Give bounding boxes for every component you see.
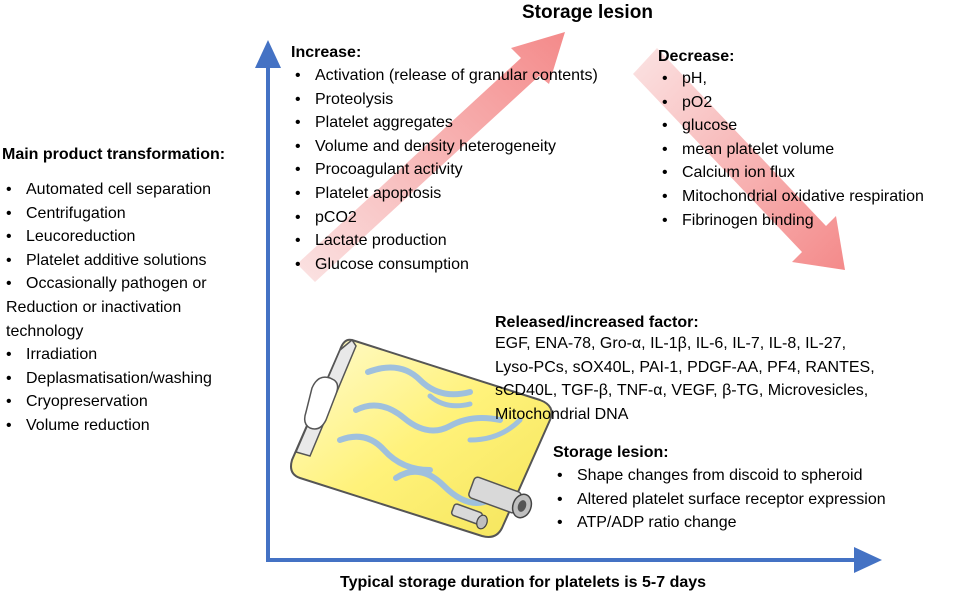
list-item: Platelet aggregates (291, 111, 651, 135)
storage-lesion-block: Storage lesion: Shape changes from disco… (553, 444, 953, 535)
storage-lesion-heading: Storage lesion: (553, 444, 669, 461)
list-item: Deplasmatisation/washing (2, 367, 262, 391)
list-item: Irradiation (2, 343, 262, 367)
list-item: Calcium ion flux (658, 161, 958, 185)
list-item: pO2 (658, 91, 958, 115)
released-factor-block: Released/increased factor: EGF, ENA-78, … (495, 314, 955, 426)
released-factor-heading: Released/increased factor: (495, 314, 699, 331)
list-item: Cryopreservation (2, 390, 262, 414)
list-item: glucose (658, 114, 958, 138)
axes (255, 40, 882, 573)
list-item: mean platelet volume (658, 138, 958, 162)
released-factor-line: EGF, ENA-78, Gro-α, IL-1β, IL-6, IL-7, I… (495, 335, 847, 352)
list-item: Volume reduction (2, 414, 262, 438)
main-transformation-heading: Main product transformation: (2, 146, 226, 163)
list-item: Fibrinogen binding (658, 209, 958, 233)
increase-heading: Increase: (291, 44, 362, 61)
list-item: Shape changes from discoid to spheroid (553, 464, 953, 488)
decrease-heading: Decrease: (658, 48, 735, 65)
released-factor-line: sCD40L, TGF-β, TNF-α, VEGF, β-TG, Microv… (495, 382, 869, 400)
released-factor-line: Mitochondrial DNA (495, 405, 629, 423)
list-item: Platelet additive solutions (2, 249, 262, 273)
main-transformation-block: Main product transformation: Automated c… (2, 146, 262, 438)
released-factor-line: Lyso-PCs, sOX40L, PAI-1, PDGF-AA, PF4, R… (495, 358, 875, 376)
list-item: Activation (release of granular contents… (291, 64, 651, 88)
list-item: Mitochondrial oxidative respiration (658, 185, 958, 209)
decrease-list: pH, pO2 glucose mean platelet volume Cal… (658, 67, 958, 232)
increase-block: Increase: Activation (release of granula… (291, 44, 651, 276)
bag-port-large (468, 476, 533, 519)
list-item: Volume and density heterogeneity (291, 135, 651, 159)
list-item: Altered platelet surface receptor expres… (553, 488, 953, 512)
platelet-bag-illustration (290, 338, 553, 538)
list-item: Proteolysis (291, 88, 651, 112)
list-item: Occasionally pathogen or (2, 272, 262, 296)
list-item: Platelet apoptosis (291, 182, 651, 206)
list-item-continuation: technology (6, 322, 84, 340)
list-item: pH, (658, 67, 958, 91)
diagram-title: Storage lesion (522, 2, 653, 23)
main-transformation-list: Automated cell separation Centrifugation… (2, 178, 262, 438)
list-item: Procoagulant activity (291, 158, 651, 182)
list-item: ATP/ADP ratio change (553, 511, 953, 535)
increase-list: Activation (release of granular contents… (291, 64, 651, 276)
storage-lesion-list: Shape changes from discoid to spheroid A… (553, 464, 953, 535)
list-item: Leucoreduction (2, 225, 262, 249)
y-axis-arrowhead (255, 40, 281, 68)
list-item: Lactate production (291, 229, 651, 253)
x-axis-arrowhead (854, 547, 882, 573)
list-item: Glucose consumption (291, 253, 651, 277)
list-item-continuation: Reduction or inactivation (6, 298, 182, 316)
bag-port-small (450, 503, 488, 530)
decrease-block: Decrease: pH, pO2 glucose mean platelet … (658, 48, 958, 232)
list-item: Centrifugation (2, 202, 262, 226)
list-item: pCO2 (291, 206, 651, 230)
list-item: Automated cell separation (2, 178, 262, 202)
x-axis-caption: Typical storage duration for platelets i… (340, 574, 707, 591)
